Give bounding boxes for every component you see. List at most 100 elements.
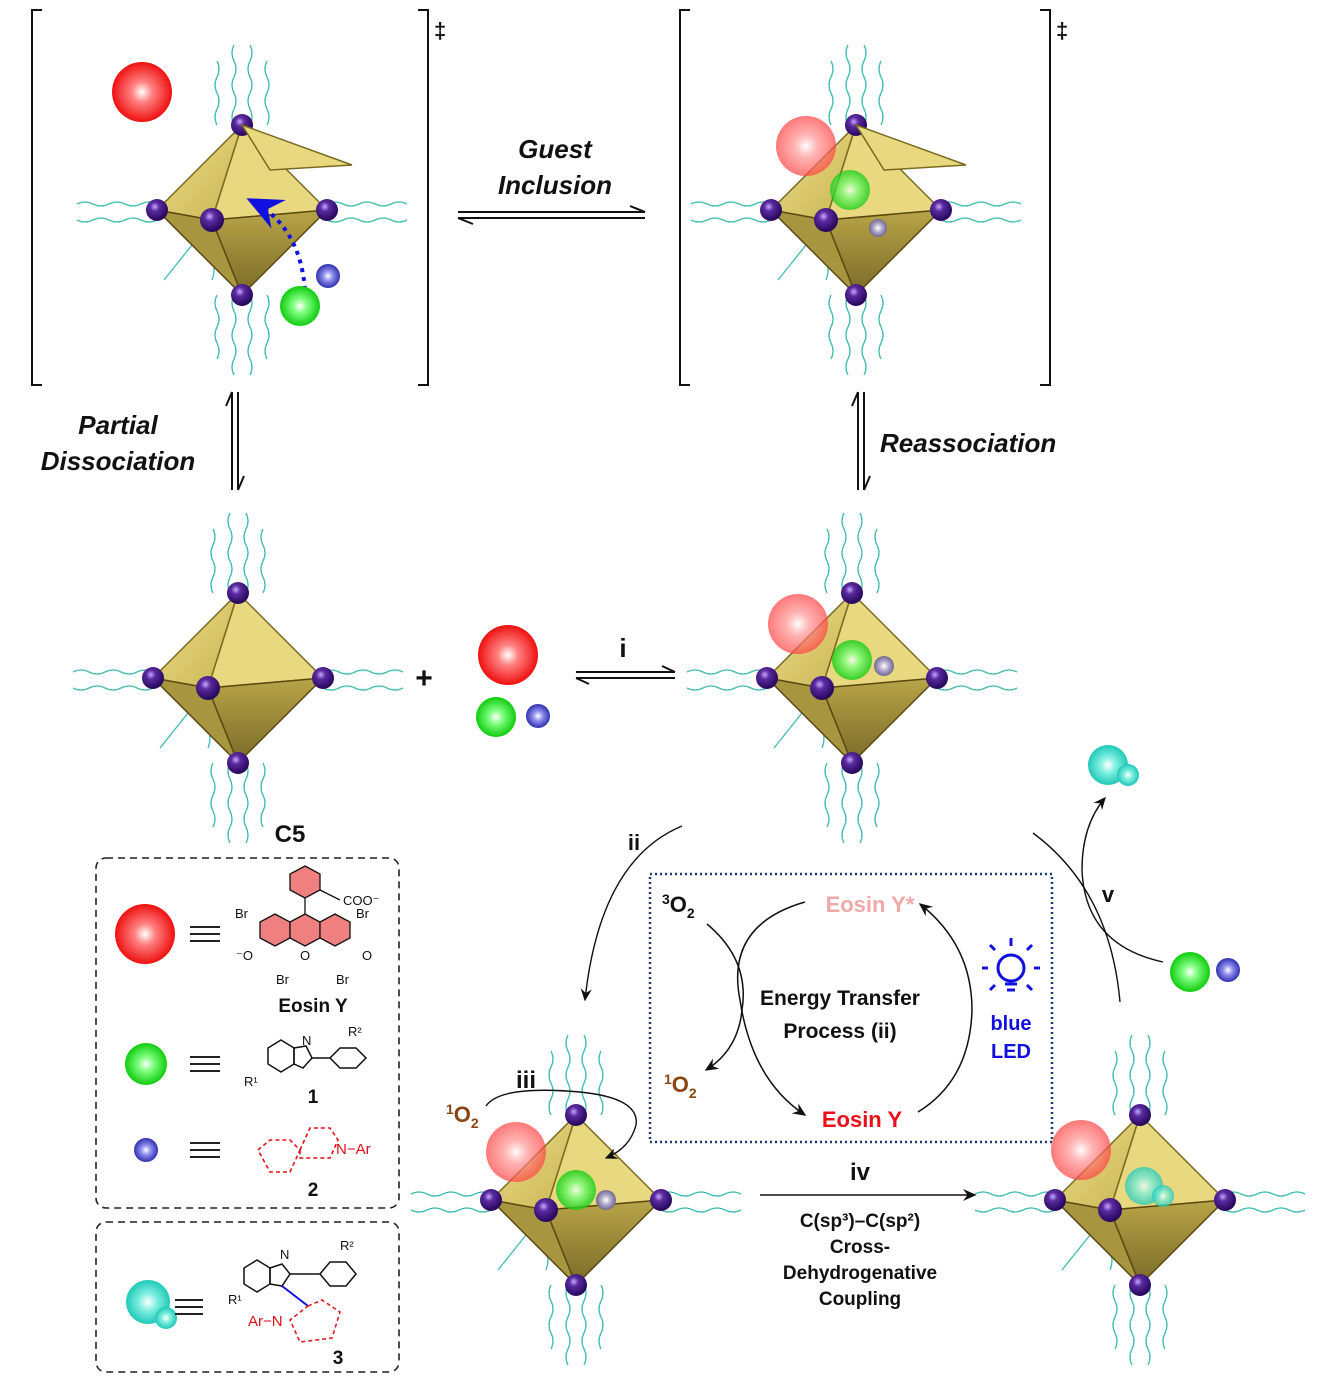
- cycle-box: [648, 872, 1054, 1144]
- opened-face: [854, 123, 967, 171]
- eosin-decay-arrow: [736, 901, 807, 1116]
- svg-text:Ar−N: Ar−N: [248, 1313, 283, 1330]
- step-i-label: i: [619, 633, 626, 663]
- svg-text:⁻O: ⁻O: [236, 948, 253, 963]
- entry-arrow: [246, 198, 307, 291]
- legend-substrate1-sphere: [125, 1043, 167, 1085]
- substrate1-sphere: [832, 640, 872, 680]
- o2-conversion-arrow: [704, 923, 744, 1071]
- blue-label: blue: [990, 1013, 1031, 1035]
- svg-text:R¹: R¹: [244, 1074, 258, 1089]
- svg-text:R²: R²: [340, 1238, 354, 1253]
- step-ii-arrow: ii: [580, 825, 683, 1002]
- substrate1-sphere: [280, 286, 320, 326]
- product-release-arrow: [1081, 796, 1164, 963]
- coupling-line-1: C(sp³)–C(sp²): [800, 1211, 920, 1232]
- svg-text:R²: R²: [348, 1024, 362, 1039]
- process-label: Process (ii): [783, 1020, 896, 1043]
- coupling-line-4: Coupling: [819, 1289, 901, 1310]
- bracket-left: [31, 9, 42, 386]
- triplet-o2: 3O2: [662, 891, 695, 921]
- legend-box: COO⁻ Br Br ⁻O O O Br Br Eosin Y N R² R¹ …: [95, 857, 400, 1209]
- inclusion-label: Inclusion: [498, 170, 612, 200]
- eosin-sphere: [112, 62, 172, 122]
- compound-3-label: 3: [333, 1348, 344, 1369]
- light-bulb-icon: [982, 938, 1040, 992]
- substrate2-sphere: [316, 264, 340, 288]
- eosin-name: Eosin Y: [278, 996, 348, 1017]
- substrate2-sphere: [874, 656, 894, 676]
- eosin-sphere: [486, 1122, 546, 1182]
- eosin-sphere: [768, 594, 828, 654]
- compound-3-structure: [243, 1259, 357, 1343]
- svg-text:N−Ar: N−Ar: [336, 1141, 371, 1158]
- oxidation-complex: [410, 1034, 742, 1366]
- substrate2-sphere: [526, 704, 550, 728]
- energy-transfer-label: Energy Transfer: [760, 987, 920, 1010]
- cage-c5: [72, 512, 404, 844]
- plus-sign: +: [415, 662, 433, 695]
- substrate1-sphere: [476, 697, 516, 737]
- product-legend-box: N R² R¹ Ar−N 3: [95, 1221, 400, 1373]
- svg-text:O: O: [300, 948, 310, 963]
- reassociation-label: Reassociation: [880, 428, 1056, 458]
- product-release-curve: [1032, 832, 1121, 1003]
- step-v-label: v: [1102, 882, 1115, 907]
- bracket-right: [418, 9, 429, 386]
- eosin-sphere: [478, 625, 538, 685]
- svg-text:Br: Br: [235, 906, 249, 921]
- svg-text:COO⁻: COO⁻: [343, 893, 379, 908]
- guest-label: Guest: [518, 134, 593, 164]
- product-complex: [974, 1034, 1306, 1366]
- compound-2-label: 2: [308, 1180, 319, 1201]
- step-iii-label: iii: [516, 1067, 536, 1094]
- step-iv: iv C(sp³)–C(sp²) Cross- Dehydrogenative …: [760, 1159, 977, 1310]
- compound-1-label: 1: [308, 1087, 319, 1108]
- partial-label: Partial: [78, 410, 158, 440]
- compound-2-structure: [256, 1127, 339, 1173]
- double-dagger: ‡: [1056, 18, 1068, 43]
- excitation-arrow: [917, 903, 973, 1113]
- new-substrate1-sphere: [1170, 952, 1210, 992]
- svg-text:Br: Br: [336, 972, 350, 987]
- svg-text:Br: Br: [276, 972, 290, 987]
- substrate2-sphere: [869, 219, 887, 237]
- step-iii-arrow: [485, 1089, 637, 1159]
- new-substrate2-sphere: [1216, 958, 1240, 982]
- eosin-excited-label: Eosin Y*: [826, 892, 915, 917]
- equivalence-symbol: [190, 926, 220, 942]
- transition-state-right: ‡: [679, 9, 1068, 386]
- cage-label: C5: [275, 821, 306, 848]
- step-i-equilibrium: i: [575, 633, 676, 685]
- double-dagger: ‡: [434, 18, 446, 43]
- transition-state-left: ‡: [31, 9, 446, 386]
- dissociation-label: Dissociation: [41, 446, 196, 476]
- svg-text:R¹: R¹: [228, 1292, 242, 1307]
- bracket-left: [679, 9, 690, 386]
- eosin-sphere: [776, 116, 836, 176]
- eosin-y-structure: COO⁻ Br Br ⁻O O O Br Br Eosin Y: [235, 865, 379, 1017]
- substrate1-sphere: [556, 1170, 596, 1210]
- svg-text:N: N: [280, 1247, 289, 1262]
- partial-dissociation-equilibrium: Partial Dissociation: [41, 391, 245, 491]
- step-ii-label: ii: [628, 830, 640, 855]
- bracket-right: [1040, 9, 1051, 386]
- singlet-o2: 1O2: [664, 1071, 697, 1101]
- reassociation-equilibrium: Reassociation: [851, 391, 1056, 491]
- energy-transfer-cycle: 3O2 1O2 Eosin Y* Eosin Y Energy Transfer…: [648, 872, 1054, 1144]
- singlet-o2-bottom: 1O2: [446, 1101, 479, 1131]
- guest-inclusion-equilibrium: Guest Inclusion: [457, 134, 646, 225]
- eosin-sphere: [1051, 1120, 1111, 1180]
- led-label: LED: [991, 1041, 1031, 1063]
- step-iv-label: iv: [850, 1159, 871, 1186]
- compound-1-structure: [267, 1039, 368, 1073]
- open-cage: [690, 44, 1022, 376]
- substrate1-sphere: [830, 170, 870, 210]
- eosin-ground-label: Eosin Y: [822, 1107, 903, 1132]
- legend-eosin-sphere: [115, 904, 175, 964]
- substrate2-sphere: [596, 1190, 616, 1210]
- legend-substrate2-sphere: [134, 1138, 158, 1162]
- step-v-arrows: v: [1032, 745, 1240, 1003]
- svg-text:O: O: [362, 948, 372, 963]
- svg-text:N: N: [302, 1033, 311, 1048]
